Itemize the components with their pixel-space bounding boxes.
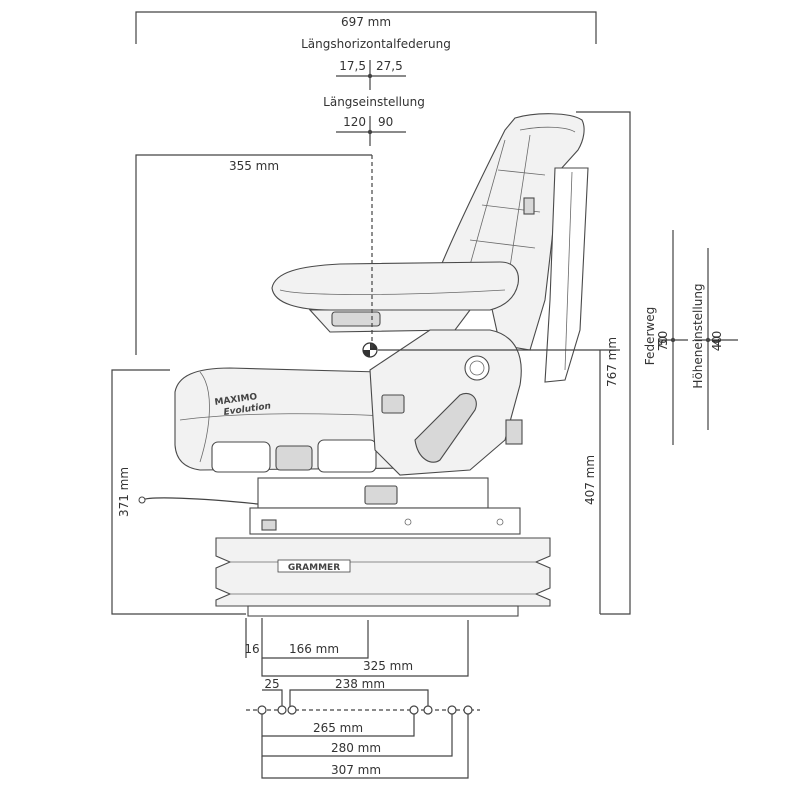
base-plate: [247, 605, 519, 617]
hole-spacing-a-label: 238 mm: [335, 677, 385, 691]
horizontal-suspension-title: Längshorizontalfederung: [301, 37, 451, 51]
overall-height-label: 767 mm: [605, 337, 619, 387]
armrest: [271, 261, 519, 311]
height-adjust-right: 40: [710, 336, 724, 351]
hole-spacing-c-label: 280 mm: [331, 741, 381, 755]
brand-plate: [277, 559, 351, 573]
suspension-travel-right: 70: [656, 336, 670, 351]
mounting-hole: [463, 705, 473, 715]
height-adjust-left: 40: [710, 331, 724, 346]
seat-handle-right: [317, 439, 377, 473]
seat-height-rear-label: 407 mm: [583, 455, 597, 505]
sip-distance-label: 355 mm: [229, 159, 279, 173]
brand-logo: GRAMMER: [288, 563, 340, 573]
backrest-knob: [523, 197, 535, 215]
mounting-hole: [447, 705, 457, 715]
mounting-hole: [423, 705, 433, 715]
hole-spacing-b-label: 265 mm: [313, 721, 363, 735]
mounting-hole: [277, 705, 287, 715]
fore-aft-left: 120: [343, 115, 366, 129]
suspension-bellows: [215, 537, 551, 607]
mounting-hole: [257, 705, 267, 715]
base-depth-label: 325 mm: [363, 659, 413, 673]
mounting-hole: [287, 705, 297, 715]
horizontal-suspension-left: 17,5: [339, 59, 366, 73]
fore-aft-right: 90: [378, 115, 393, 129]
mounting-hole: [409, 705, 419, 715]
seat-illustration: GRAMMER MAXIMO Evolution: [138, 113, 589, 617]
height-adjust-title: Höheneinstellung: [691, 283, 705, 388]
base-offset-label: 16: [244, 642, 259, 656]
base-to-sip-label: 166 mm: [289, 642, 339, 656]
dimension-labels: 697 mm Längshorizontalfederung 17,5 27,5…: [117, 15, 724, 777]
hole-offset-label: 25: [264, 677, 279, 691]
front-lever: [141, 497, 259, 505]
backrest-frame: [544, 167, 589, 383]
dimension-lines: [111, 11, 738, 779]
slide-rail: [249, 507, 521, 535]
mounting-holes: [257, 705, 473, 715]
control-knob: [464, 355, 490, 381]
fore-aft-title: Längseinstellung: [323, 95, 425, 109]
suspension-travel-left: 50: [656, 331, 670, 346]
adjust-lever-cover: [414, 392, 477, 463]
seat-height-front-label: 371 mm: [117, 467, 131, 517]
overall-width-label: 697 mm: [341, 15, 391, 29]
seat-handle-left: [211, 441, 271, 473]
hole-spacing-d-label: 307 mm: [331, 763, 381, 777]
suspension-travel-title: Federweg: [643, 307, 657, 365]
horizontal-suspension-right: 27,5: [376, 59, 403, 73]
